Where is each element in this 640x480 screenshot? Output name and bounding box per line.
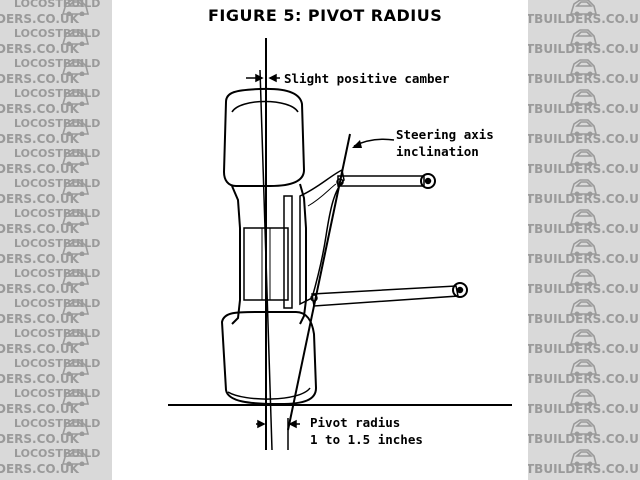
car-outline-icon — [568, 234, 598, 257]
watermark-text: TBUILDERS.CO.UK — [528, 192, 640, 206]
watermark-text: DERS.CO.UK — [0, 192, 79, 206]
watermark-text: TBUILDERS.CO.UK — [528, 402, 640, 416]
watermark-text: DERS.CO.UK — [0, 12, 79, 26]
car-outline-icon — [568, 294, 598, 317]
upright — [299, 168, 345, 306]
watermark-text: TBUILDERS.CO.UK — [528, 72, 640, 86]
watermark-text: DERS.CO.UK — [0, 72, 79, 86]
watermark-brand: LOCOSTBUILD — [14, 327, 101, 340]
car-outline-icon — [60, 54, 90, 77]
car-outline-icon — [568, 54, 598, 77]
watermark-brand: LOCOSTBUILD — [14, 57, 101, 70]
car-outline-icon — [60, 174, 90, 197]
car-outline-icon — [60, 354, 90, 377]
steering-axis-label-1: Steering axis — [396, 127, 494, 142]
pivot-radius-label-1: Pivot radius — [310, 415, 401, 430]
watermark-brand: LOCOSTBUILD — [14, 357, 101, 370]
wheel-rim — [231, 185, 241, 325]
car-outline-icon — [60, 204, 90, 227]
car-outline-icon — [60, 324, 90, 347]
car-outline-icon — [60, 114, 90, 137]
car-outline-icon — [568, 84, 598, 107]
watermark-text: DERS.CO.UK — [0, 282, 79, 296]
car-outline-icon — [568, 114, 598, 137]
watermark-text: DERS.CO.UK — [0, 312, 79, 326]
car-outline-icon — [60, 144, 90, 167]
watermark-text: TBUILDERS.CO.UK — [528, 372, 640, 386]
watermark-brand: LOCOSTBUILD — [14, 447, 101, 460]
watermark-brand: LOCOSTBUILD — [14, 417, 101, 430]
watermark-text: DERS.CO.UK — [0, 252, 79, 266]
camber-label: Slight positive camber — [284, 71, 450, 86]
car-outline-icon — [60, 84, 90, 107]
watermark-brand: LOCOSTBUILD — [14, 387, 101, 400]
watermark-brand: LOCOSTBUILD — [14, 267, 101, 280]
car-outline-icon — [568, 444, 598, 467]
watermark-text: DERS.CO.UK — [0, 222, 79, 236]
brake-disc — [283, 195, 293, 309]
watermark-brand: LOCOSTBUILD — [14, 237, 101, 250]
lower-tyre — [220, 311, 318, 406]
upper-wishbone — [337, 175, 425, 187]
watermark-text: TBUILDERS.CO.UK — [528, 432, 640, 446]
watermark-text: DERS.CO.UK — [0, 42, 79, 56]
watermark-brand: LOCOSTBUILD — [14, 87, 101, 100]
car-outline-icon — [60, 294, 90, 317]
upper-tyre — [222, 87, 306, 187]
watermark-text: TBUILDERS.CO.UK — [528, 42, 640, 56]
watermark-brand: LOCOSTBUILD — [14, 0, 101, 10]
watermark-right: TBUILDERS.CO.UK TBUILDERS.CO.UK TBUILDERS.… — [528, 0, 640, 480]
watermark-text: TBUILDERS.CO.UK — [528, 222, 640, 236]
watermark-text: TBUILDERS.CO.UK — [528, 462, 640, 476]
car-outline-icon — [60, 234, 90, 257]
watermark-text: DERS.CO.UK — [0, 432, 79, 446]
pivot-radius-label-2: 1 to 1.5 inches — [310, 432, 423, 447]
car-outline-icon — [60, 264, 90, 287]
lower-wishbone — [311, 285, 459, 307]
steering-axis-label-2: inclination — [396, 144, 479, 159]
watermark-text: TBUILDERS.CO.UK — [528, 312, 640, 326]
figure-title: FIGURE 5: PIVOT RADIUS — [208, 6, 443, 25]
car-outline-icon — [568, 414, 598, 437]
watermark-text: DERS.CO.UK — [0, 372, 79, 386]
watermark-text: TBUILDERS.CO.UK — [528, 342, 640, 356]
car-outline-icon — [568, 174, 598, 197]
car-outline-icon — [568, 204, 598, 227]
watermark-text: TBUILDERS.CO.UK — [528, 162, 640, 176]
watermark-brand: LOCOSTBUILD — [14, 117, 101, 130]
watermark-text: DERS.CO.UK — [0, 132, 79, 146]
watermark-brand: LOCOSTBUILD — [14, 147, 101, 160]
diagram-panel — [112, 0, 528, 480]
car-outline-icon — [568, 324, 598, 347]
watermark-text: TBUILDERS.CO.UK — [528, 252, 640, 266]
camber-line — [259, 69, 273, 451]
watermark-text: TBUILDERS.CO.UK — [528, 282, 640, 296]
car-outline-icon — [60, 384, 90, 407]
car-outline-icon — [60, 24, 90, 47]
watermark-text: DERS.CO.UK — [0, 102, 79, 116]
car-outline-icon — [60, 444, 90, 467]
watermark-brand: LOCOSTBUILD — [14, 27, 101, 40]
watermark-brand: LOCOSTBUILD — [14, 297, 101, 310]
watermark-text: DERS.CO.UK — [0, 342, 79, 356]
car-outline-icon — [60, 414, 90, 437]
watermark-text: TBUILDERS.CO.UK — [528, 132, 640, 146]
watermark-text: TBUILDERS.CO.UK — [528, 12, 640, 26]
watermark-text: TBUILDERS.CO.UK — [528, 102, 640, 116]
car-outline-icon — [568, 24, 598, 47]
car-outline-icon — [568, 144, 598, 167]
watermark-brand: LOCOSTBUILD — [14, 207, 101, 220]
car-outline-icon — [568, 354, 598, 377]
car-outline-icon — [568, 0, 598, 17]
car-outline-icon — [568, 264, 598, 287]
car-outline-icon — [568, 384, 598, 407]
watermark-text: DERS.CO.UK — [0, 162, 79, 176]
watermark-text: DERS.CO.UK — [0, 462, 79, 476]
watermark-brand: LOCOSTBUILD — [14, 177, 101, 190]
watermark-text: DERS.CO.UK — [0, 402, 79, 416]
steering-axis-line — [287, 133, 351, 431]
car-outline-icon — [60, 0, 90, 17]
